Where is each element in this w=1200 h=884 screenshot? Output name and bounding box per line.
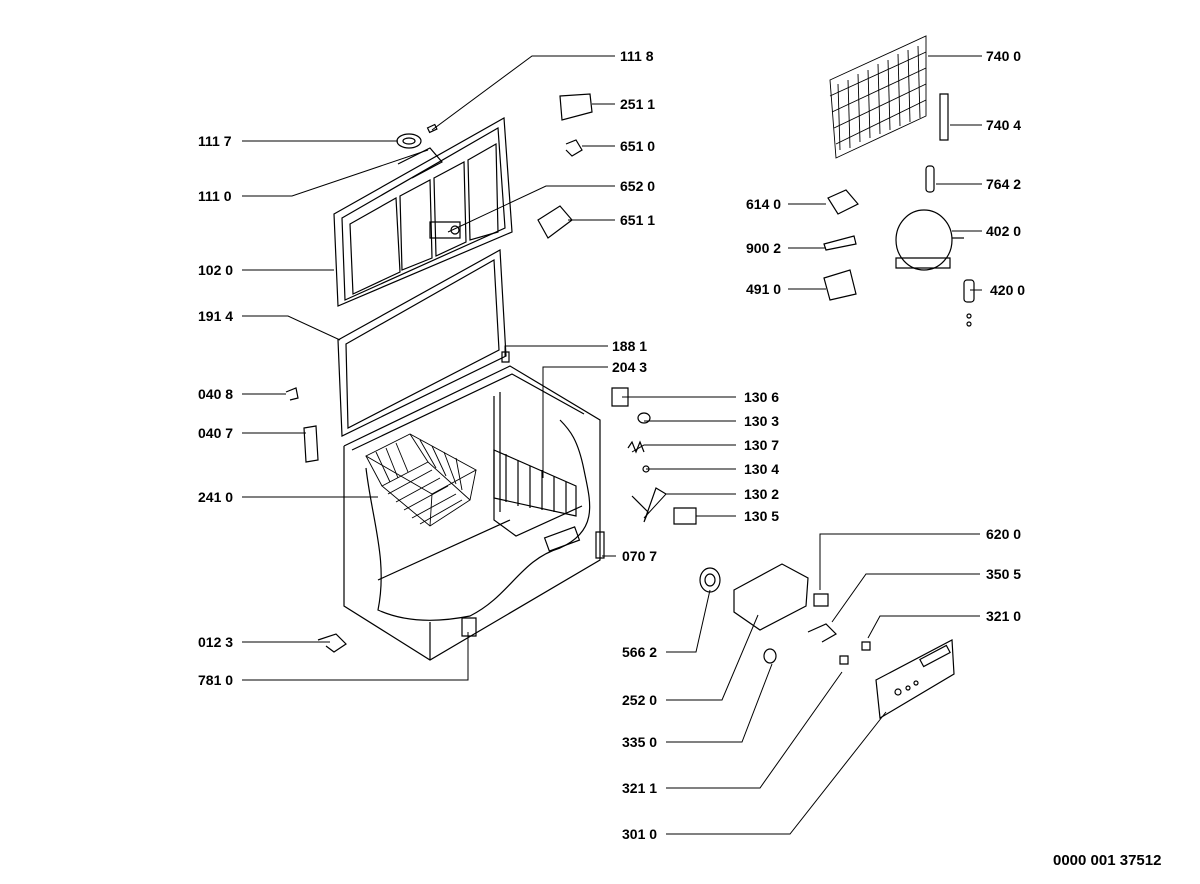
condenser	[830, 36, 926, 158]
control-knob	[764, 649, 776, 663]
hinge-nut	[643, 466, 649, 472]
callout-402-0: 402 0	[986, 223, 1022, 239]
callout-012-3: 012 3	[198, 634, 234, 650]
callout-102-0: 102 0	[198, 262, 234, 278]
callout-130-4: 130 4	[744, 461, 780, 477]
callout-204-3: 204 3	[612, 359, 648, 375]
callout-651-1: 651 1	[620, 212, 656, 228]
callout-111-7: 111 7	[198, 133, 232, 149]
door-gasket	[338, 250, 506, 436]
drier	[926, 166, 934, 192]
pilot-lamp	[808, 624, 836, 642]
callout-070-7: 070 7	[622, 548, 658, 564]
hinge-cover	[304, 426, 318, 462]
callout-781-0: 781 0	[198, 672, 234, 688]
cabinet-body	[344, 366, 600, 660]
callout-130-5: 130 5	[744, 508, 780, 524]
capacitor	[964, 280, 974, 326]
callout-335-0: 335 0	[622, 734, 658, 750]
callout-111-8: 111 8	[620, 48, 654, 64]
vent-grille	[596, 532, 604, 558]
callout-491-0: 491 0	[746, 281, 782, 297]
hinge-block	[612, 388, 628, 406]
callout-740-4: 740 4	[986, 117, 1022, 133]
control-panel	[876, 640, 954, 718]
callout-191-4: 191 4	[198, 308, 234, 324]
switch-a	[862, 642, 870, 650]
light-cover	[560, 94, 592, 120]
callout-301-0: 301 0	[622, 826, 658, 842]
callout-614-0: 614 0	[746, 196, 782, 212]
relay-cover	[824, 270, 856, 300]
callout-111-0: 111 0	[198, 188, 232, 204]
thermostat-spring	[700, 568, 720, 592]
callout-321-1: 321 1	[622, 780, 658, 796]
callout-241-0: 241 0	[198, 489, 234, 505]
sensor-clip	[824, 236, 856, 250]
hinge-arm	[632, 488, 666, 522]
callout-040-7: 040 7	[198, 425, 234, 441]
callout-764-2: 764 2	[986, 176, 1022, 192]
drawing-code: 0000 001 37512	[1053, 852, 1162, 869]
callout-900-2: 900 2	[746, 240, 782, 256]
thermostat-housing	[734, 564, 808, 630]
lid-clip	[428, 124, 437, 132]
drain-plug	[502, 352, 509, 362]
leader-lines	[242, 56, 982, 834]
callout-188-1: 188 1	[612, 338, 648, 354]
hinge-pin	[286, 388, 298, 400]
lamp	[566, 140, 582, 156]
callout-566-2: 566 2	[622, 644, 658, 660]
callout-652-0: 652 0	[620, 178, 656, 194]
callout-740-0: 740 0	[986, 48, 1022, 64]
callout-321-0: 321 0	[986, 608, 1022, 624]
callout-130-2: 130 2	[744, 486, 780, 502]
hinge-spring	[628, 442, 644, 452]
lamp-socket	[538, 206, 572, 238]
lid	[334, 118, 512, 306]
switch-b	[840, 656, 848, 664]
condenser-bracket	[940, 94, 948, 140]
wire-basket	[366, 434, 476, 526]
callout-130-7: 130 7	[744, 437, 780, 453]
compressor	[896, 210, 964, 270]
callout-420-0: 420 0	[990, 282, 1026, 298]
lid-logo-plate	[397, 134, 421, 148]
callout-252-0: 252 0	[622, 692, 658, 708]
callout-251-1: 251 1	[620, 96, 656, 112]
foot-bracket	[318, 634, 346, 652]
callout-130-3: 130 3	[744, 413, 780, 429]
callout-350-5: 350 5	[986, 566, 1022, 582]
callout-130-6: 130 6	[744, 389, 780, 405]
hinge-cap	[674, 508, 696, 524]
relay	[828, 190, 858, 214]
callout-040-8: 040 8	[198, 386, 234, 402]
hinge-washer	[638, 413, 650, 423]
callout-620-0: 620 0	[986, 526, 1022, 542]
callout-651-0: 651 0	[620, 138, 656, 154]
lock-plate	[462, 618, 476, 636]
thermostat	[814, 594, 828, 606]
divider-panel	[494, 450, 576, 516]
